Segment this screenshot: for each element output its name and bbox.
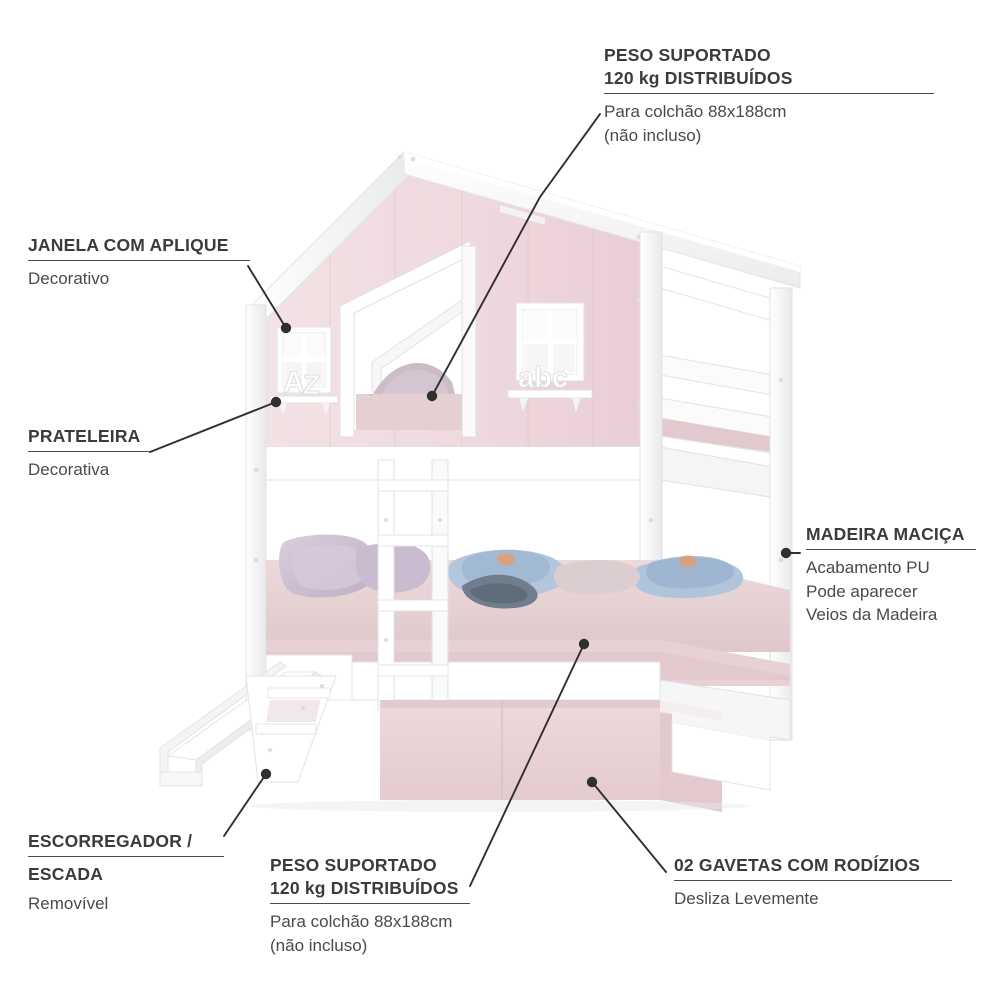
callout-body-line-3: Veios da Madeira (806, 605, 938, 624)
callout-body-line-1: Decorativo (28, 269, 110, 288)
lower-bunk (265, 459, 791, 812)
drawer-box-right (671, 712, 771, 791)
floor-shadow (250, 800, 750, 812)
callout-body-line-2: (não incluso) (270, 935, 368, 955)
callout-body-line-1: Removível (28, 894, 109, 913)
callout-title-line-2: ESCADA (28, 864, 104, 884)
post-left-front (245, 304, 267, 731)
svg-text:abc: abc (518, 362, 568, 394)
svg-text:A: A (283, 366, 305, 399)
callout-title-line-2: 120 kg DISTRIBUÍDOS (270, 878, 459, 898)
ladder (377, 459, 449, 711)
callout-peso-suportado-superior: PESO SUPORTADO 120 kg DISTRIBUÍDOS Para … (604, 44, 934, 147)
callout-title-line-1: PESO SUPORTADO (270, 855, 437, 875)
left-window-aplique: A Z (269, 326, 339, 415)
callout-rule (270, 903, 470, 904)
callout-title-line-1: MADEIRA MACIÇA (806, 524, 965, 544)
callout-title-line-1: ESCORREGADOR / (28, 831, 193, 851)
callout-title-line-1: JANELA COM APLIQUE (28, 235, 229, 255)
callout-rule (28, 260, 250, 261)
callout-title-line-2: 120 kg DISTRIBUÍDOS (604, 68, 793, 88)
callout-rule (674, 880, 952, 881)
right-window-abc: abc (507, 302, 593, 412)
callout-body-line-2: (não incluso) (604, 125, 702, 145)
callout-body-line-1: Decorativa (28, 460, 110, 479)
slide-and-steps (159, 661, 337, 787)
plush-toys (447, 549, 744, 609)
callout-title-line-1: PESO SUPORTADO (604, 45, 771, 65)
callout-madeira-macica: MADEIRA MACIÇA Acabamento PU Pode aparec… (806, 523, 976, 627)
callout-body-line-1: Acabamento PU (806, 558, 930, 577)
callout-body-line-1: Desliza Levemente (674, 889, 819, 908)
house-upper-structure: A Z (245, 151, 801, 501)
callout-prateleira: PRATELEIRA Decorativa (28, 425, 150, 482)
upper-bunk-deck (245, 446, 791, 501)
callout-body-line-1: Para colchão 88x188cm (270, 912, 453, 931)
callout-body-line-1: Para colchão 88x188cm (604, 102, 787, 121)
callout-rule (806, 549, 976, 550)
letters-abc-decor: abc (517, 361, 568, 394)
callout-rule (28, 451, 150, 452)
drawer-left (380, 700, 660, 800)
letters-az-decor: A Z (283, 366, 321, 401)
svg-text:Z: Z (303, 369, 320, 400)
callout-title-line-1: PRATELEIRA (28, 426, 141, 446)
callout-janela-com-aplique: JANELA COM APLIQUE Decorativo (28, 234, 250, 291)
callout-peso-suportado-inferior: PESO SUPORTADO 120 kg DISTRIBUÍDOS Para … (270, 854, 470, 957)
drawers (380, 700, 722, 812)
callout-gavetas-com-rodizios: 02 GAVETAS COM RODÍZIOS Desliza Levement… (674, 854, 952, 911)
callout-rule (604, 93, 934, 94)
callout-title-line-1: 02 GAVETAS COM RODÍZIOS (674, 855, 921, 875)
callout-body-line-2: Pode aparecer (806, 581, 918, 601)
callout-escorregador-escada: ESCORREGADOR / ESCADA Removível (28, 830, 224, 916)
callout-rule (28, 856, 224, 857)
